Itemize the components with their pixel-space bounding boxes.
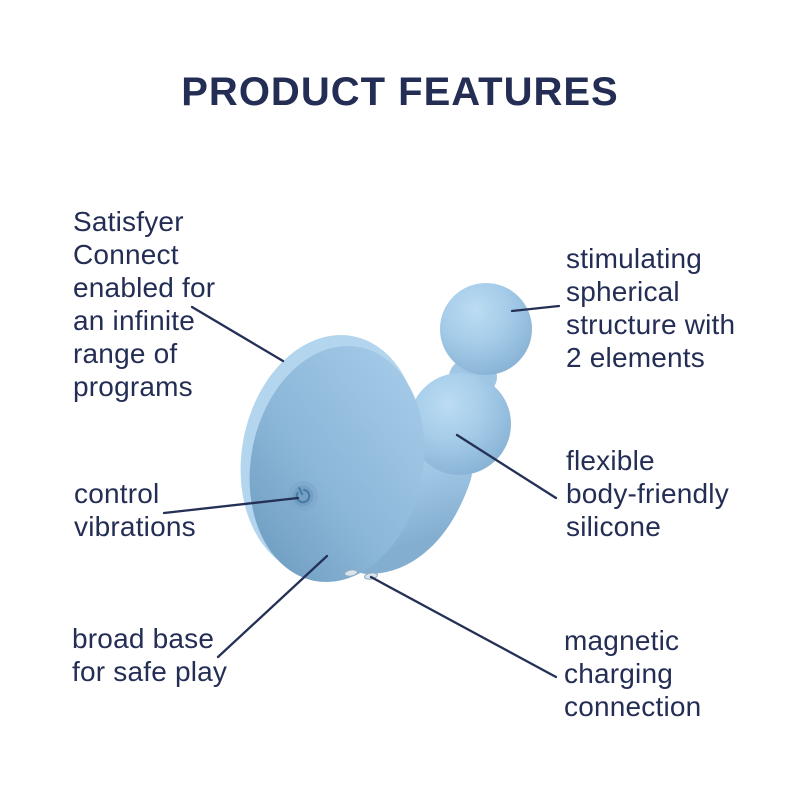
product-sphere-upper xyxy=(440,283,532,375)
leader-line-stimulating-structure xyxy=(510,304,561,313)
power-icon xyxy=(288,481,318,511)
callout-stimulating-structure: stimulating spherical structure with 2 e… xyxy=(566,243,736,373)
page-title: PRODUCT FEATURES xyxy=(181,70,619,114)
product-base-disc xyxy=(249,346,425,582)
leader-line-satisfyer-connect xyxy=(190,305,285,363)
leader-line-flexible-silicone xyxy=(455,433,558,500)
callout-satisfyer-connect: Satisfyer Connect enabled for an infinit… xyxy=(73,206,216,402)
leader-line-broad-base xyxy=(216,554,329,659)
leader-line-control-vibrations xyxy=(162,496,300,515)
product-sphere-lower xyxy=(409,373,511,475)
callout-broad-base: broad base for safe play xyxy=(72,623,228,687)
callout-flexible-silicone: flexible body-friendly silicone xyxy=(566,445,729,542)
callout-magnetic-charging: magnetic charging connection xyxy=(564,625,702,722)
leader-line-magnetic-charging xyxy=(369,575,558,679)
charging-contacts-icon xyxy=(344,569,378,580)
callout-control-vibrations: control vibrations xyxy=(74,478,196,542)
